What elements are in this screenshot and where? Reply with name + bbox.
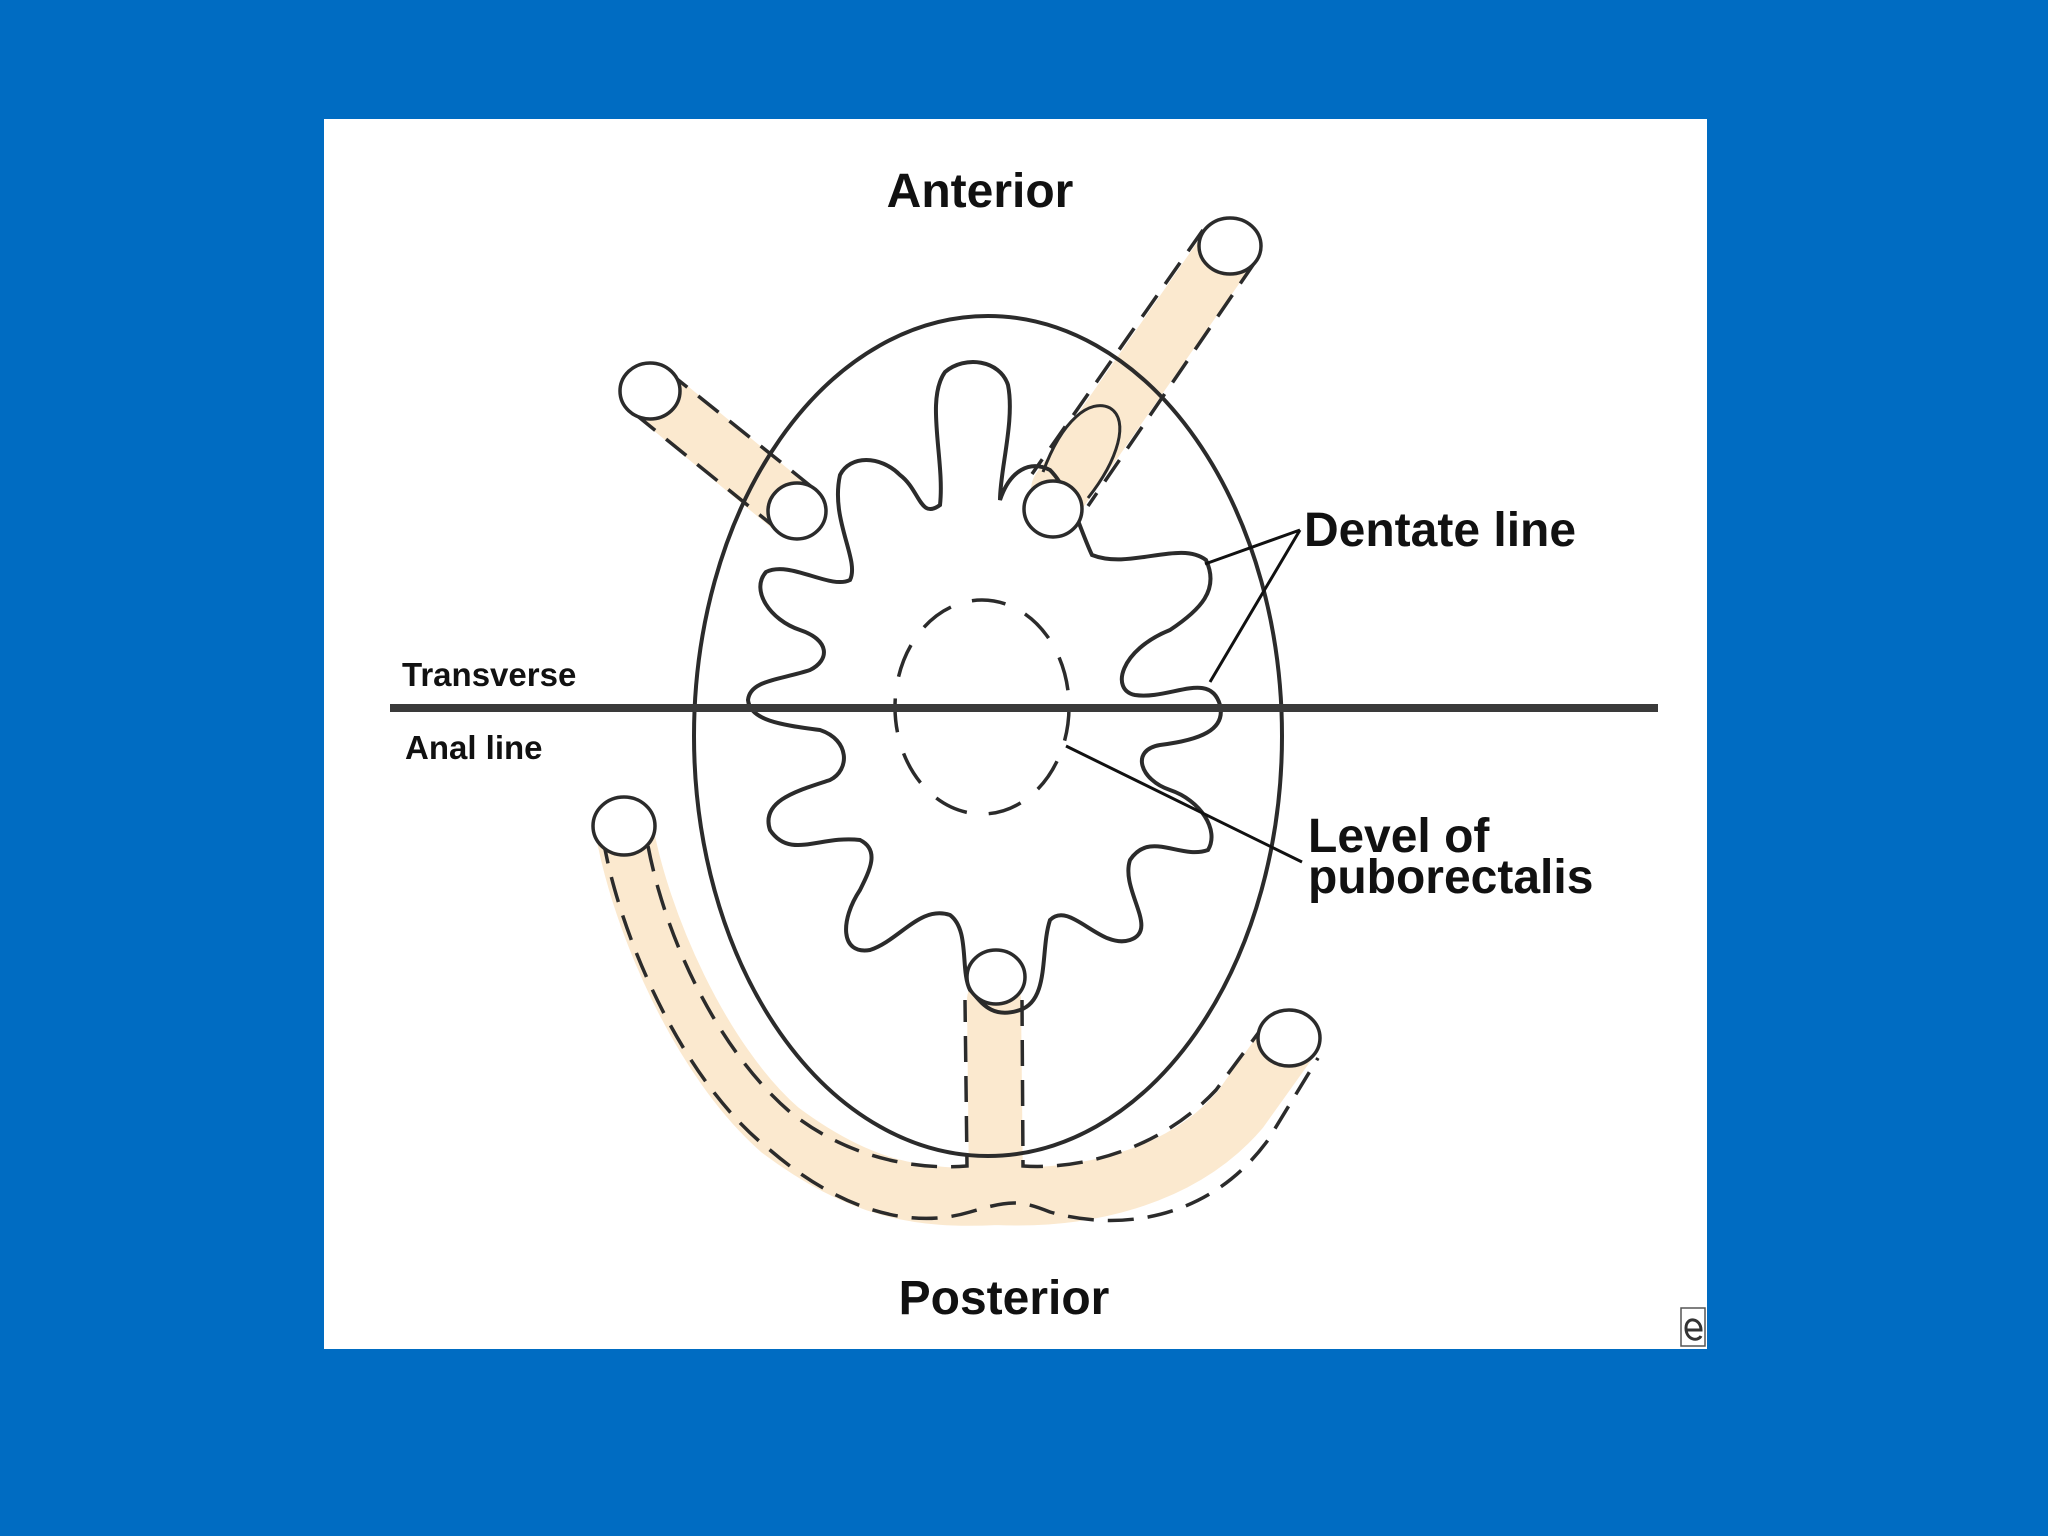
- internal-opening-posterior: [965, 948, 1027, 1006]
- outer-anal-ellipse: [692, 314, 1284, 1158]
- label-level-of: Level of: [1308, 810, 1490, 863]
- label-posterior: Posterior: [899, 1272, 1110, 1325]
- dentate-line-pointer: [1204, 528, 1302, 683]
- external-opening-left-posterior: [591, 795, 657, 857]
- internal-opening-left-anterior: [766, 481, 828, 541]
- label-puborectalis: puborectalis: [1308, 851, 1593, 904]
- external-opening-left-anterior: [618, 361, 682, 421]
- dentate-line-outline: [745, 360, 1223, 1015]
- publisher-logo-icon: [1680, 1307, 1706, 1347]
- label-anal-line: Anal line: [405, 729, 543, 766]
- external-opening-right-anterior: [1197, 216, 1263, 276]
- fistula-tract-left-anterior: [623, 364, 823, 539]
- label-anterior: Anterior: [887, 165, 1074, 218]
- puborectalis-pointer: [1065, 744, 1303, 864]
- fistula-tract-horseshoe: [595, 799, 1320, 1226]
- internal-opening-right-anterior: [1022, 479, 1084, 539]
- label-transverse: Transverse: [402, 656, 576, 693]
- label-dentate-line: Dentate line: [1304, 504, 1576, 557]
- fistula-tract-right-anterior: [1030, 217, 1259, 519]
- external-opening-right-posterior: [1256, 1008, 1322, 1068]
